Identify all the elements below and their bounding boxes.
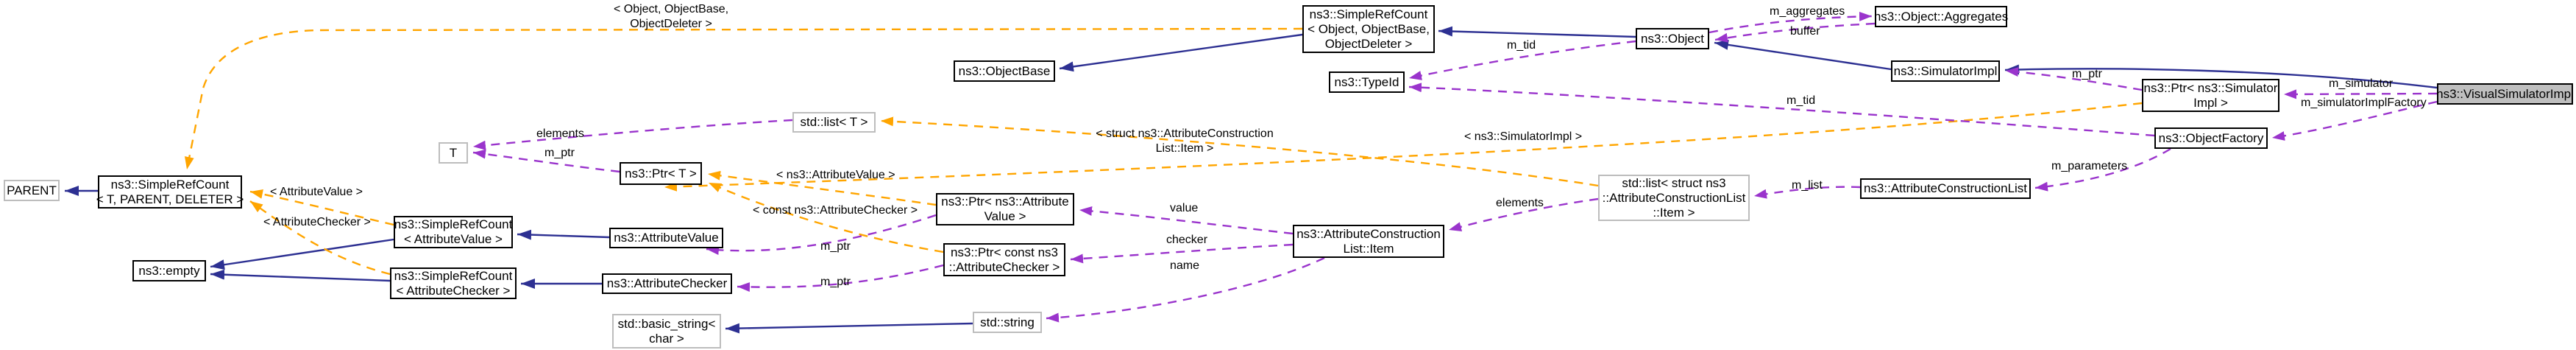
edge-template-srcac-srctpd [249, 200, 391, 276]
node-simplerefcount-t-parent-deleter[interactable]: ns3::SimpleRefCount < T, PARENT, DELETER… [96, 175, 244, 209]
edge-label-template-attributevalue: < AttributeValue > [270, 186, 363, 198]
edge-label-m-simulator: m_simulator [2329, 77, 2394, 90]
edge-inherit-visual-simimpl [2004, 64, 2438, 89]
edge-label-template-simulatorimpl: < ns3::SimulatorImpl > [1464, 130, 1583, 143]
edge-inherit-srcav-empty [210, 238, 394, 270]
edge-usage-object-aggregates-maggregates [1709, 11, 1873, 34]
edge-label-template-item: < struct ns3::AttributeConstruction List… [1096, 127, 1274, 155]
node-objectfactory[interactable]: ns3::ObjectFactory [2154, 127, 2268, 149]
node-simplerefcount-object[interactable]: ns3::SimpleRefCount < Object, ObjectBase… [1302, 5, 1435, 53]
node-objectbase[interactable]: ns3::ObjectBase [954, 60, 1055, 82]
edge-label-m-tid: m_tid [1507, 39, 1536, 52]
node-typeid[interactable]: ns3::TypeId [1329, 71, 1405, 93]
edge-label-m-aggregates: m_aggregates [1770, 5, 1845, 18]
node-ptr-attributevalue[interactable]: ns3::Ptr< ns3::Attribute Value > [936, 193, 1074, 225]
edge-label-elements: elements [536, 127, 584, 140]
node-list-attributeconstructionlist-item: std::list< struct ns3 ::AttributeConstru… [1598, 175, 1750, 221]
edge-label-template-object: < Object, ObjectBase, ObjectDeleter > [613, 3, 729, 30]
edge-usage-item-string-name [1046, 256, 1325, 323]
edge-inherit-simimpl-object [1714, 39, 1892, 71]
edge-template-ptrav-ptrt [707, 170, 937, 206]
edge-label-m-list: m_list [1792, 179, 1823, 192]
edge-label-m-tid: m_tid [1786, 94, 1816, 107]
node-visualsimulatorimpl-main: ns3::VisualSimulatorImpl [2436, 83, 2574, 105]
node-simplerefcount-attributevalue[interactable]: ns3::SimpleRefCount < AttributeValue > [394, 216, 513, 248]
edge-label-elements: elements [1496, 197, 1544, 209]
node-attributevalue[interactable]: ns3::AttributeValue [609, 228, 723, 248]
node-ptr-t[interactable]: ns3::Ptr< T > [620, 162, 702, 185]
edge-inherit-srcac-empty [210, 269, 391, 282]
node-ptr-simulatorimpl[interactable]: ns3::Ptr< ns3::Simulator Impl > [2142, 79, 2279, 112]
edge-inherit-attrvalue-srcav [517, 229, 610, 240]
node-object-aggregates[interactable]: ns3::Object::Aggregates [1874, 6, 2008, 27]
edge-label-checker: checker [1166, 234, 1208, 246]
node-attributechecker[interactable]: ns3::AttributeChecker [602, 273, 732, 294]
edge-usage-ptrav-attrvalue-mptr [706, 214, 937, 255]
edge-label-template-attributevalue-ptr: < ns3::AttributeValue > [776, 169, 895, 181]
node-empty[interactable]: ns3::empty [132, 260, 206, 281]
edge-label-buffer: buffer [1790, 25, 1820, 38]
node-string: std::string [973, 312, 1042, 333]
node-simulatorimpl[interactable]: ns3::SimulatorImpl [1891, 60, 2000, 82]
edge-label-m-ptr: m_ptr [544, 147, 575, 159]
edge-template-srcav-srctpd [249, 189, 394, 226]
edge-usage-listt-t-elements [472, 119, 793, 150]
edge-usage-item-ptrav-value [1079, 206, 1294, 235]
edge-usage-visual-objfactory-msimulatorimplfactory [2271, 100, 2438, 141]
edge-label-m-ptr: m_ptr [2072, 68, 2102, 80]
edge-label-template-const-attributechecker: < const ns3::AttributeChecker > [753, 204, 918, 217]
edge-template-ptrac-ptrt [708, 181, 944, 253]
edge-usage-aggregates-object-buffer [1714, 22, 1876, 43]
edge-template-listitem-listt [880, 116, 1599, 187]
edge-template-ptrsim-ptrt [664, 102, 2143, 192]
node-list-t: std::list< T > [792, 112, 876, 133]
edge-label-m-simulatorimplfactory: m_simulatorImplFactory [2301, 97, 2427, 109]
edge-label-name: name [1170, 259, 1200, 272]
edge-label-m-ptr: m_ptr [820, 276, 851, 288]
node-object[interactable]: ns3::Object [1636, 28, 1709, 49]
edge-label-m-parameters: m_parameters [2051, 160, 2128, 172]
edge-usage-listitem-item-elements [1448, 197, 1599, 231]
edge-usage-acl-listitem-mlist [1753, 186, 1861, 199]
node-parent: PARENT [4, 180, 60, 201]
edge-usage-objfactory-typeid-mtid [1408, 83, 2155, 137]
edge-usage-item-ptrac-checker [1070, 243, 1294, 264]
node-simplerefcount-attributechecker[interactable]: ns3::SimpleRefCount < AttributeChecker > [390, 267, 517, 299]
edge-usage-ptrsim-simimpl-mptr [2005, 67, 2143, 91]
edge-inherit-object-srcobj [1438, 26, 1636, 38]
node-attributeconstructionlist[interactable]: ns3::AttributeConstructionList [1860, 178, 2031, 199]
edge-label-template-attributechecker: < AttributeChecker > [263, 216, 371, 228]
node-basic-string: std::basic_string< char > [612, 314, 721, 349]
edge-inherit-srcobj-objectbase [1059, 33, 1303, 72]
edge-label-value: value [1170, 202, 1199, 214]
edge-usage-object-typeid-mtid [1408, 40, 1636, 80]
edge-usage-ptrt-t-mptr [472, 149, 620, 173]
node-ptr-const-attributechecker[interactable]: ns3::Ptr< const ns3 ::AttributeChecker > [943, 243, 1065, 276]
edge-template-srcobj-srctpd [184, 27, 1303, 170]
edge-label-m-ptr: m_ptr [820, 240, 851, 253]
node-t: T [439, 142, 468, 164]
node-attributeconstructionlist-item[interactable]: ns3::AttributeConstruction List::Item [1293, 225, 1444, 258]
edge-usage-objfactory-acl-mparameters [2034, 147, 2171, 192]
edge-inherit-string-basicstring [725, 322, 973, 334]
